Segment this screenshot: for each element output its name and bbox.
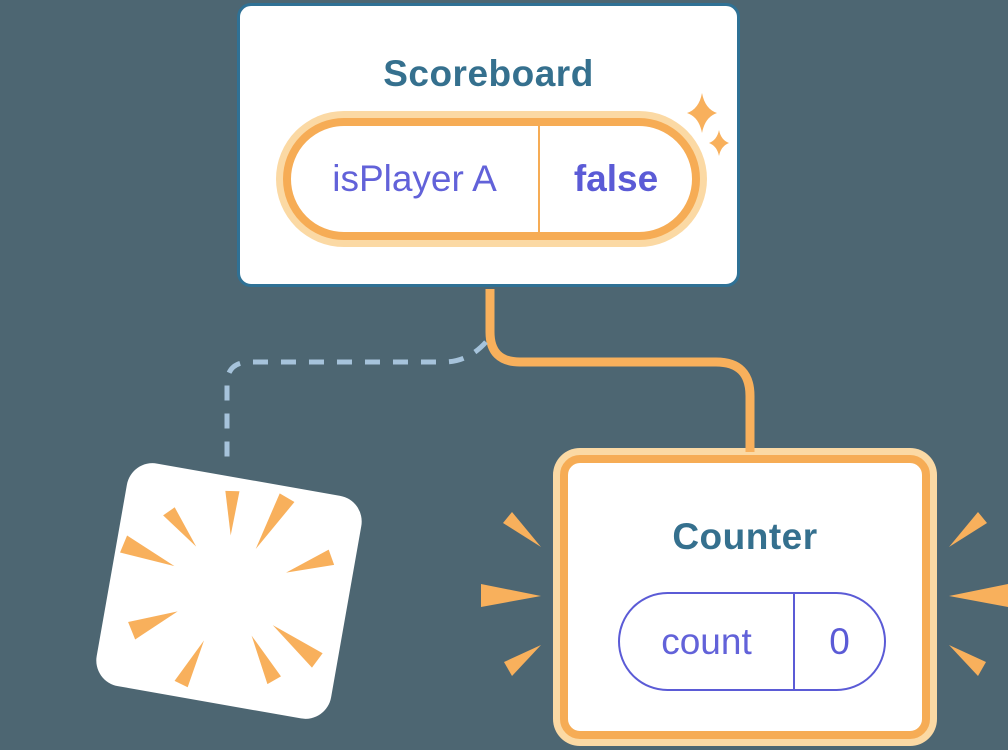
pill-divider: [793, 594, 795, 689]
counter-component-box: Counter count 0: [560, 455, 930, 739]
state-value: false: [573, 158, 659, 199]
destroyed-component-card: [92, 459, 366, 723]
pill-divider: [538, 126, 540, 232]
scoreboard-state-pill: isPlayer A false: [283, 118, 700, 240]
poof-burst-icon: [120, 490, 335, 688]
scoreboard-component-box: Scoreboard isPlayer A false: [237, 3, 740, 287]
kept-branch-connector: [485, 289, 755, 452]
removed-branch-connector: [224, 340, 488, 458]
state-name: isPlayer A: [332, 158, 497, 199]
counter-title: Counter: [672, 516, 818, 557]
state-value: 0: [829, 620, 850, 662]
scoreboard-title: Scoreboard: [383, 53, 594, 94]
state-name: count: [661, 620, 752, 662]
counter-state-pill: count 0: [618, 592, 886, 691]
